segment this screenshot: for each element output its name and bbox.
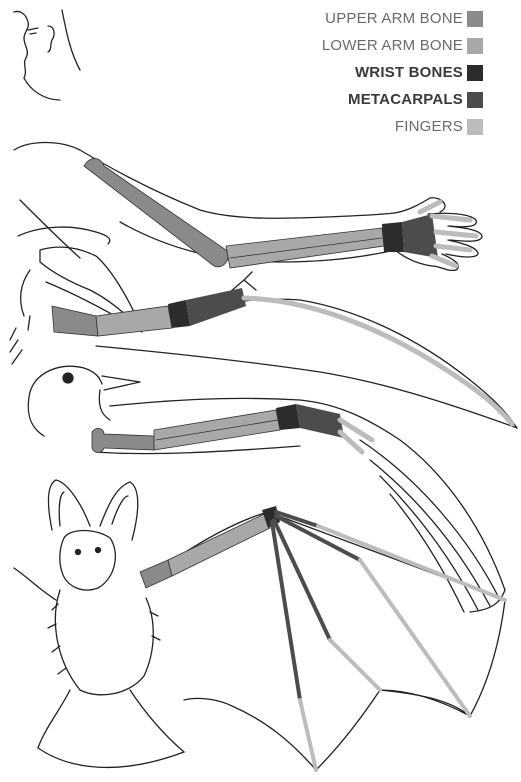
legend-item-metacarpals: METACARPALS <box>348 89 483 110</box>
legend-swatch <box>467 65 483 81</box>
pterosaur-crest <box>18 227 110 244</box>
legend-item-upper-arm-bone: UPPER ARM BONE <box>325 8 483 29</box>
human-face-outline <box>14 11 28 78</box>
bird-wing-bones <box>92 404 372 453</box>
bird-upper-arm-bone <box>92 428 154 452</box>
legend-item-fingers: FINGERS <box>395 116 483 137</box>
bat-tail-membrane <box>38 748 184 767</box>
bone-legend: UPPER ARM BONE LOWER ARM BONE WRIST BONE… <box>322 8 483 137</box>
bird-illustration <box>28 366 505 612</box>
legend-swatch <box>467 11 483 27</box>
bird-metacarpals <box>296 404 344 438</box>
legend-item-lower-arm-bone: LOWER ARM BONE <box>322 35 483 56</box>
human-upper-arm-bone <box>84 159 228 267</box>
legend-item-wrist-bones: WRIST BONES <box>355 62 483 83</box>
human-arm-bones <box>84 159 476 269</box>
human-chin <box>24 78 60 100</box>
human-neck <box>62 10 80 70</box>
human-wrist-bones <box>382 222 404 252</box>
bird-finger-bones <box>340 420 372 452</box>
bird-feather-4 <box>390 494 464 612</box>
human-shoulder <box>14 143 395 219</box>
bat-left-ear <box>49 480 90 530</box>
bird-beak <box>102 376 140 390</box>
bat-right-ear-inner <box>112 496 128 524</box>
legend-swatch <box>467 92 483 108</box>
human-torso-line <box>20 200 80 258</box>
human-metacarpals <box>402 214 438 258</box>
pterosaur-upper-arm-bone <box>52 306 98 336</box>
bat-body-fur <box>55 590 153 695</box>
bat-left-ear-inner <box>59 492 64 526</box>
legend-swatch <box>467 38 483 54</box>
human-ear <box>48 26 54 52</box>
bird-feather-1 <box>360 440 500 600</box>
legend-label: LOWER ARM BONE <box>322 37 463 54</box>
bat-lower-arm-bone <box>168 514 270 576</box>
bat-face <box>60 531 116 591</box>
bat-left-legs <box>38 690 184 752</box>
pterosaur-metacarpals <box>186 288 246 326</box>
pterosaur-lower-arm-bone <box>96 306 172 336</box>
legend-label: FINGERS <box>395 118 463 135</box>
legend-swatch <box>467 119 483 135</box>
pterosaur-body-marks <box>10 316 30 364</box>
legend-label: METACARPALS <box>348 91 463 108</box>
bat-upper-arm-bone <box>140 560 172 588</box>
bat-right-ear <box>100 482 138 540</box>
bat-left-arm-membrane <box>14 568 56 600</box>
bird-feather-3 <box>380 476 478 610</box>
bat-right-eye <box>96 548 101 553</box>
pterosaur-hand-claws <box>230 272 256 292</box>
bird-eye <box>63 373 73 383</box>
legend-label: WRIST BONES <box>355 64 463 81</box>
bat-left-eye <box>76 550 81 555</box>
pterosaur-wing-finger <box>244 298 512 424</box>
pterosaur-wing-bones <box>52 288 512 424</box>
legend-label: UPPER ARM BONE <box>325 10 463 27</box>
pterosaur-neck <box>21 270 30 316</box>
bat-metacarpals <box>272 512 360 700</box>
bird-wrist-bones <box>276 404 300 430</box>
human-eye <box>28 28 38 34</box>
